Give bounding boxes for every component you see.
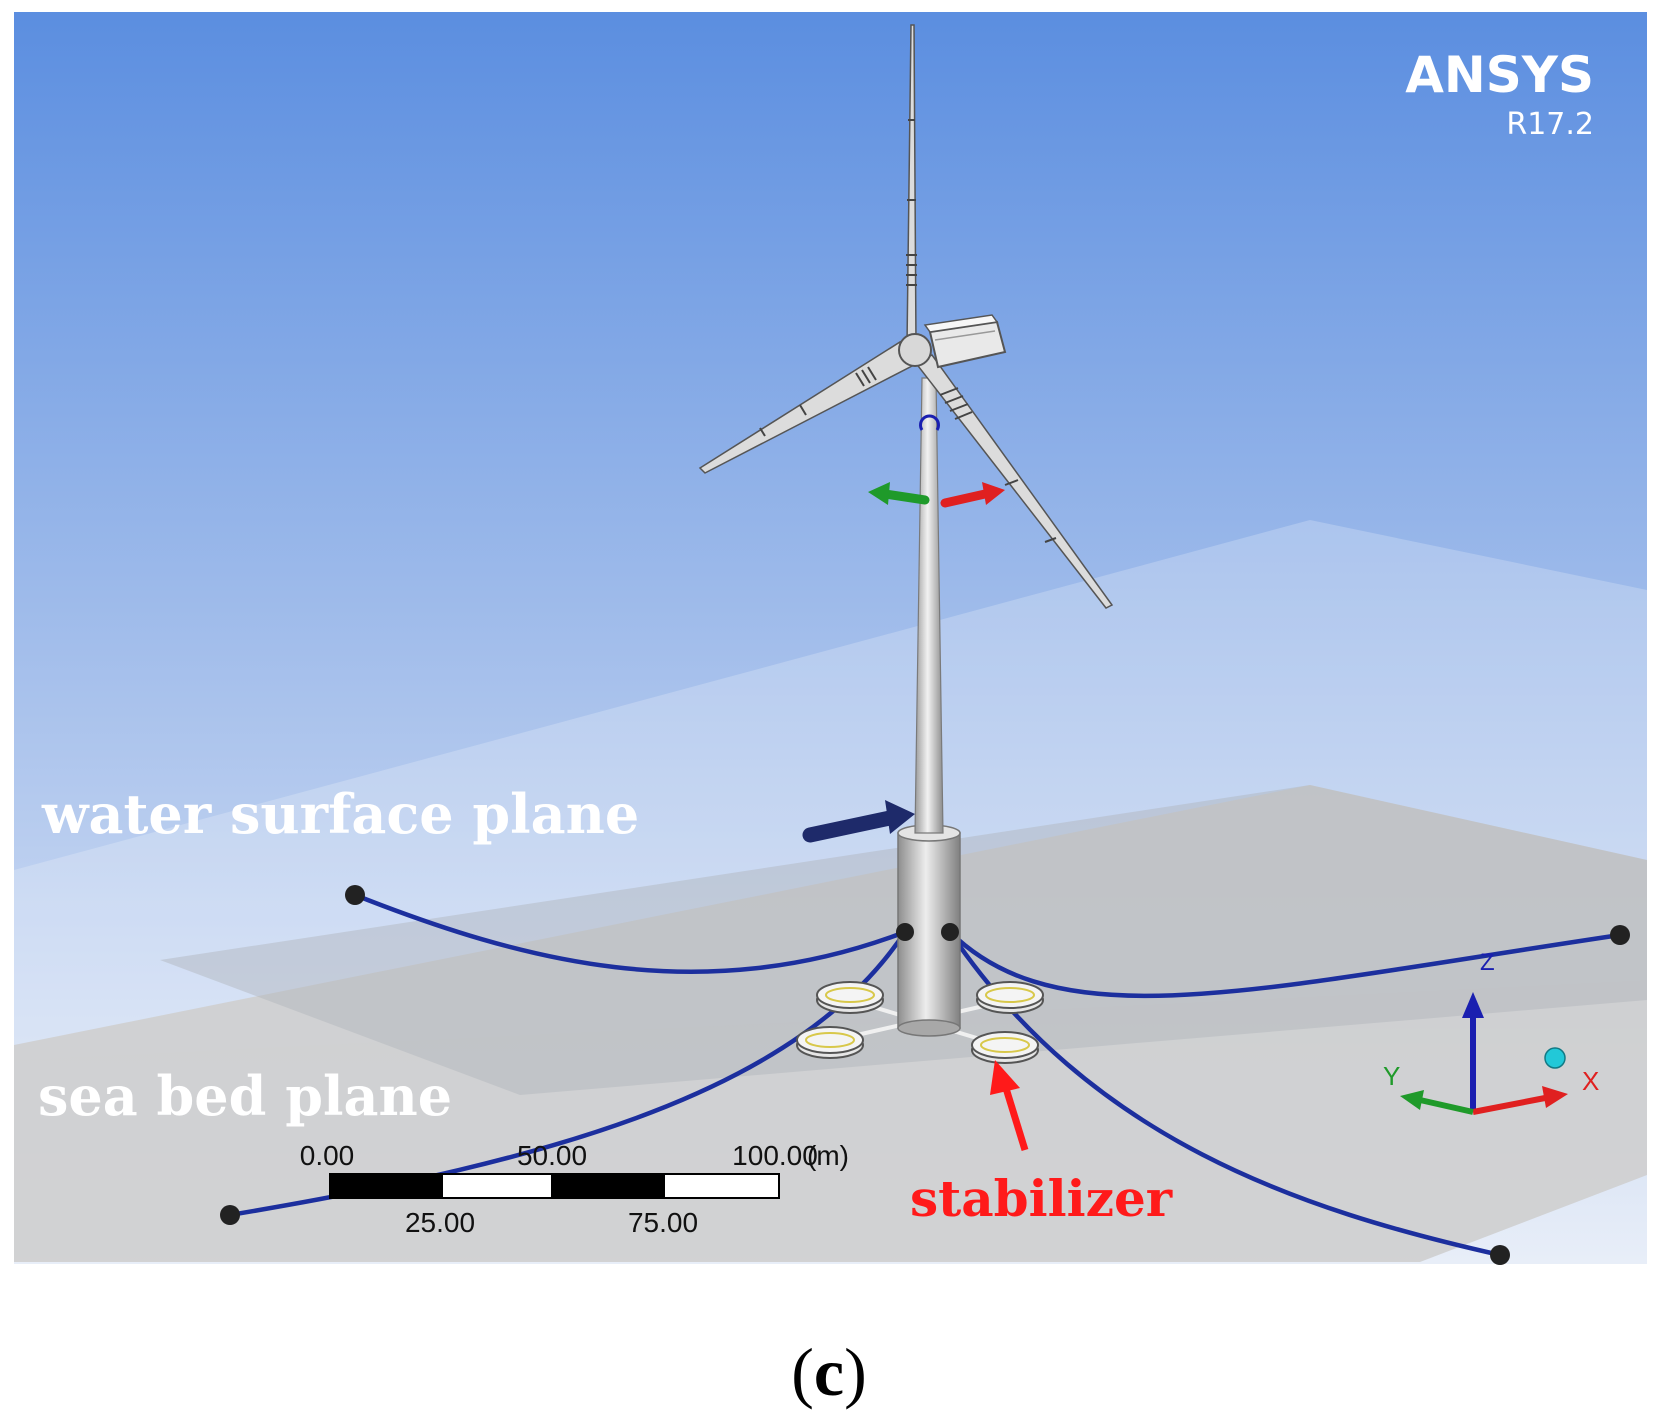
mooring-line-back-left bbox=[354, 892, 906, 974]
triad-x-axis bbox=[1472, 1095, 1546, 1115]
stabilizer-label: stabilizer bbox=[910, 1169, 1173, 1228]
scale-segment bbox=[329, 1173, 443, 1199]
scale-segment bbox=[663, 1173, 780, 1199]
scale-tick-label: 75.00 bbox=[628, 1207, 698, 1238]
scale-tick-label: 100.00 bbox=[732, 1140, 818, 1171]
fairlead-point bbox=[941, 923, 959, 941]
anchor-point bbox=[1490, 1245, 1510, 1265]
anchor-point bbox=[1610, 925, 1630, 945]
scale-tick-label: 0.00 bbox=[300, 1140, 355, 1171]
ansys-logo: ANSYS bbox=[1405, 46, 1594, 104]
anchor-point bbox=[345, 885, 365, 905]
ansys-version: R17.2 bbox=[1506, 107, 1594, 142]
figure-caption: (c) bbox=[791, 1334, 867, 1410]
direction-arrow-green bbox=[868, 482, 930, 505]
yaw-indicator bbox=[919, 414, 940, 431]
triad-y-axis bbox=[1419, 1097, 1474, 1115]
sea-bed-plane bbox=[14, 785, 1647, 1262]
triad-origin-marker bbox=[1544, 1047, 1566, 1069]
stabilizer-callout-arrow bbox=[990, 1060, 1029, 1152]
triad-y-label: Y bbox=[1383, 1061, 1400, 1091]
coordinate-triad: Z X Y bbox=[1383, 949, 1599, 1115]
scale-segment bbox=[441, 1173, 553, 1199]
scale-segment bbox=[551, 1173, 665, 1199]
caption-close-paren: ) bbox=[844, 1334, 867, 1410]
mooring-line-back-right bbox=[948, 930, 1621, 999]
triad-z-label: Z bbox=[1480, 949, 1495, 976]
sea-bed-plane-label: sea bed plane bbox=[38, 1064, 452, 1128]
fairlead-points bbox=[896, 923, 959, 941]
scale-unit-label: (m) bbox=[807, 1140, 849, 1171]
wind-load-arrow bbox=[802, 800, 915, 843]
anchor-points bbox=[220, 885, 1630, 1265]
scale-bar: 0.00 50.00 100.00 (m) 25.00 75.00 bbox=[300, 1140, 849, 1238]
anchor-point bbox=[220, 1205, 240, 1225]
direction-arrow-red bbox=[940, 482, 1005, 508]
nacelle bbox=[923, 314, 1007, 369]
caption-letter: c bbox=[814, 1334, 844, 1410]
scale-tick-label: 25.00 bbox=[405, 1207, 475, 1238]
stabilizer-disc bbox=[796, 1026, 864, 1059]
fairlead-point bbox=[896, 923, 914, 941]
water-surface-plane-label: water surface plane bbox=[41, 782, 639, 846]
scale-tick-label: 50.00 bbox=[517, 1140, 587, 1171]
stabilizer-disc bbox=[976, 981, 1044, 1014]
triad-x-label: X bbox=[1582, 1066, 1599, 1096]
rotor-hub bbox=[898, 333, 932, 367]
stabilizer-disc bbox=[971, 1031, 1039, 1064]
caption-open-paren: ( bbox=[791, 1334, 814, 1410]
stabilizer-disc bbox=[816, 981, 884, 1014]
